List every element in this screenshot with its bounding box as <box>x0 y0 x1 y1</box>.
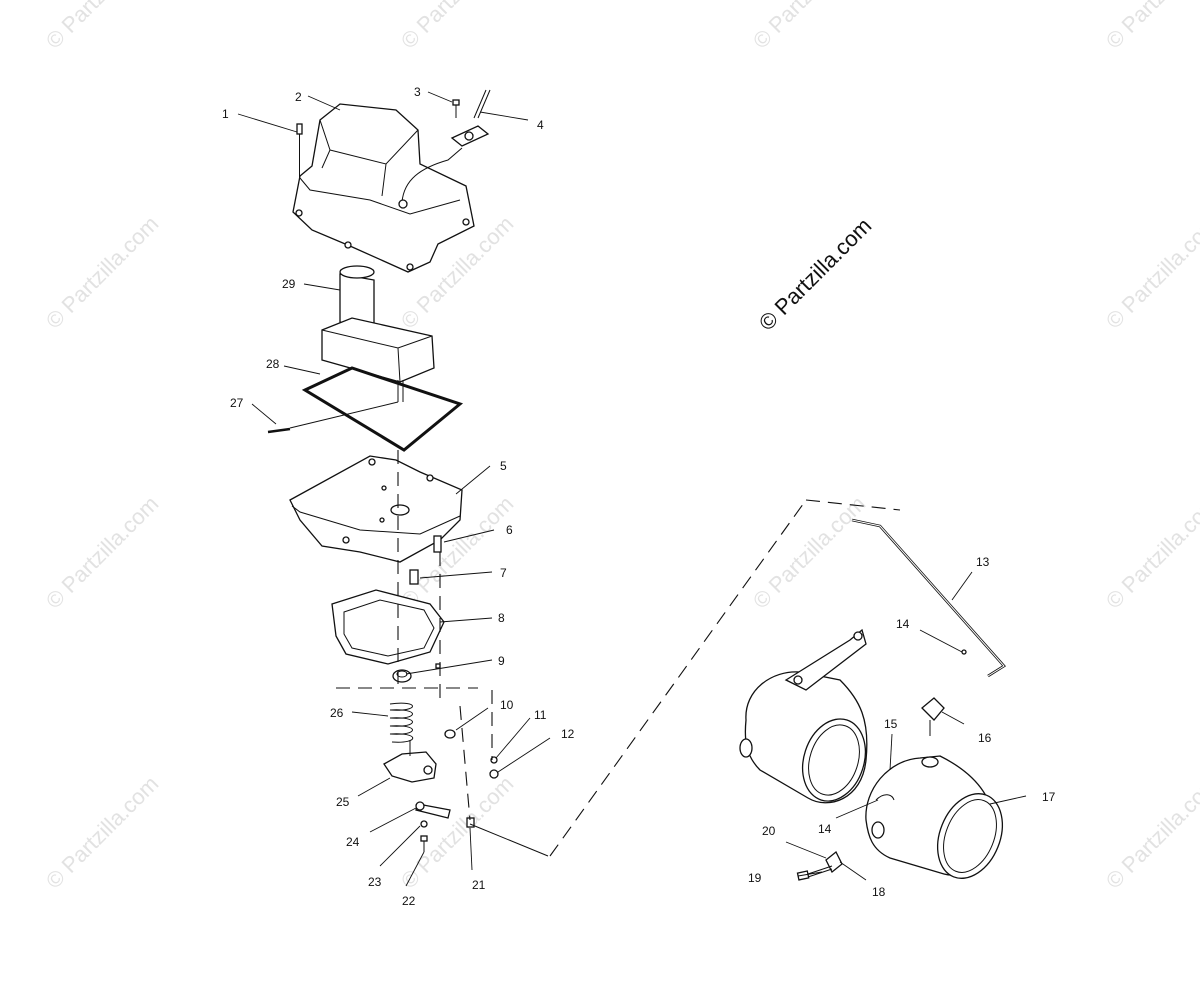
part-16-connector <box>921 697 945 736</box>
part-4-bracket <box>450 89 491 147</box>
callout-18: 18 <box>872 885 886 899</box>
centerlines <box>336 450 901 857</box>
part-6-stud <box>433 535 442 553</box>
part-24-link-arm <box>415 801 451 819</box>
part-25-lever <box>383 740 437 783</box>
callout-16: 16 <box>978 731 992 745</box>
callout-9: 9 <box>498 654 505 668</box>
right-assembly <box>739 518 1006 881</box>
part-8-gasket <box>331 589 445 665</box>
part-3-screw <box>452 99 460 118</box>
callout-24: 24 <box>346 835 360 849</box>
part-28-gasket <box>301 366 464 452</box>
watermark: © Partzilla.com <box>41 0 164 54</box>
callout-1: 1 <box>222 107 229 121</box>
callout-12: 12 <box>561 727 575 741</box>
watermark: © Partzilla.com <box>1101 211 1200 334</box>
brand-watermark: © Partzilla.com <box>754 213 877 336</box>
watermark: © Partzilla.com <box>1101 0 1200 54</box>
part-22-screw <box>420 835 428 852</box>
callout-3: 3 <box>414 85 421 99</box>
part-9-bearing <box>392 663 441 683</box>
callout-14-bottom: 14 <box>818 822 832 836</box>
watermark: © Partzilla.com <box>748 0 871 54</box>
watermark: © Partzilla.com <box>41 771 164 894</box>
callout-26: 26 <box>330 706 344 720</box>
callout-23: 23 <box>368 875 382 889</box>
watermark: © Partzilla.com <box>748 491 871 614</box>
callout-19: 19 <box>748 871 762 885</box>
part-12-nut <box>489 769 499 779</box>
callout-27: 27 <box>230 396 244 410</box>
callout-8: 8 <box>498 611 505 625</box>
callout-13: 13 <box>976 555 990 569</box>
part-13-rod <box>851 518 1006 678</box>
left-assembly <box>267 89 499 852</box>
watermark: © Partzilla.com <box>1101 771 1200 894</box>
callout-25: 25 <box>336 795 350 809</box>
callout-10: 10 <box>500 698 514 712</box>
callout-14-top: 14 <box>896 617 910 631</box>
part-21-fitting <box>466 817 475 828</box>
part-23-washer <box>420 820 428 828</box>
callout-4: 4 <box>537 118 544 132</box>
part-17-throttle-body <box>865 755 1003 879</box>
part-7-screw <box>409 569 419 585</box>
part-27-pin <box>267 427 291 434</box>
callout-20: 20 <box>762 824 776 838</box>
throttle-body-upper <box>739 628 868 804</box>
callout-28: 28 <box>266 357 280 371</box>
callout-2: 2 <box>295 90 302 104</box>
callout-11: 11 <box>534 708 547 722</box>
part-14-clip <box>961 649 967 655</box>
callout-22: 22 <box>402 894 416 908</box>
watermark: © Partzilla.com <box>396 0 519 54</box>
part-18-sleeve <box>825 850 843 874</box>
part-10-washer <box>444 729 456 739</box>
callout-5: 5 <box>500 459 507 473</box>
callout-7: 7 <box>500 566 507 580</box>
watermark-layer: © Partzilla.com © Partzilla.com © Partzi… <box>41 0 1200 894</box>
part-29-valve <box>321 265 435 402</box>
callout-29: 29 <box>282 277 296 291</box>
watermark: © Partzilla.com <box>41 211 164 334</box>
callout-17: 17 <box>1042 790 1056 804</box>
part-26-spring <box>389 702 414 743</box>
watermark: © Partzilla.com <box>1101 491 1200 614</box>
callout-15: 15 <box>884 717 898 731</box>
callout-21: 21 <box>472 878 486 892</box>
callouts: 1 2 3 4 29 28 27 5 6 7 8 9 26 10 11 12 2… <box>222 85 1056 908</box>
part-14-clip-lower <box>875 794 895 801</box>
part-2-cover <box>292 103 475 273</box>
callout-6: 6 <box>506 523 513 537</box>
part-5-plate <box>289 455 463 563</box>
watermark: © Partzilla.com <box>41 491 164 614</box>
leader-lines <box>237 91 1027 887</box>
